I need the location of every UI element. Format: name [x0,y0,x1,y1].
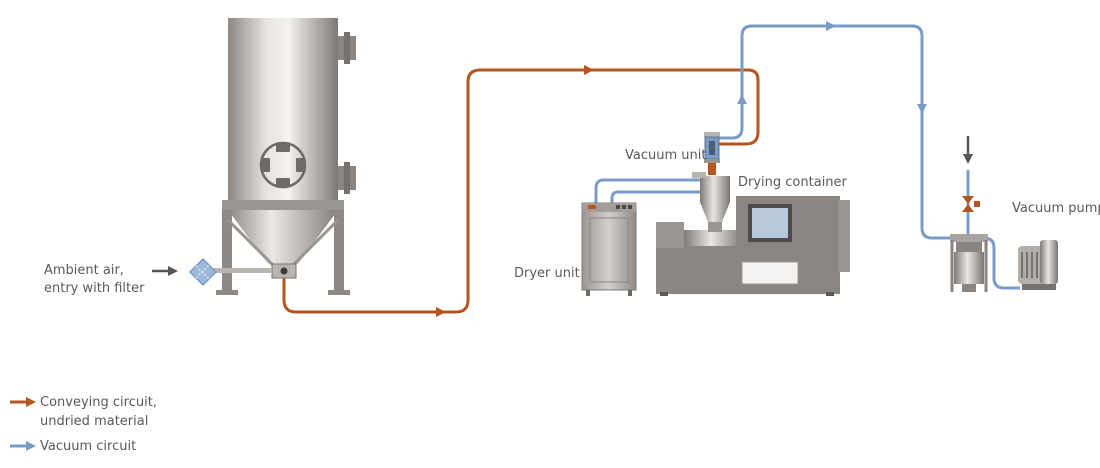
vacuum-unit-label: Vacuum unit [625,148,706,163]
vacuum-flow-arrow-down [917,104,927,114]
drying-container-label: Drying container [738,175,848,190]
vacuum-filter-vessel [950,234,988,292]
legend: Conveying circuit, undried material Vacu… [10,395,157,454]
conveying-flow-arrow-top [584,65,594,75]
drying-container [692,172,730,232]
silo-cone [228,210,338,264]
dryer-unit [581,202,637,296]
legend-vacuum-label: Vacuum circuit [40,439,136,454]
vacuum-pipe-dryer-inner [610,190,700,206]
silo [216,18,356,295]
pump-air-inlet-arrow [963,136,973,164]
legend-vacuum-swatch [10,441,36,451]
ambient-air-label-line2: entry with filter [44,281,145,296]
processing-machine [656,196,850,296]
ambient-air-arrow [152,266,178,276]
dryer-unit-label: Dryer unit [514,266,580,281]
vacuum-unit [704,132,720,175]
silo-body [228,18,338,204]
vacuum-flow-arrow-top [826,21,836,31]
vacuum-pipe-main [716,24,1020,290]
vacuum-flow-arrow-up [737,94,747,104]
vacuum-pipe-dryer-outer [594,178,700,206]
pump-valve [962,196,980,212]
conveying-flow-arrow-bottom [436,307,446,317]
legend-conveying-swatch [10,397,36,407]
machine-screen [748,204,792,242]
conveying-pipe [282,68,760,314]
ambient-air-label-line1: Ambient air, [44,263,124,278]
air-filter [188,257,272,287]
legend-conveying-label-line2: undried material [40,414,148,429]
vacuum-pump-label: Vacuum pump [1012,201,1100,216]
legend-conveying-label-line1: Conveying circuit, [40,395,157,410]
vacuum-pump [1018,240,1058,290]
